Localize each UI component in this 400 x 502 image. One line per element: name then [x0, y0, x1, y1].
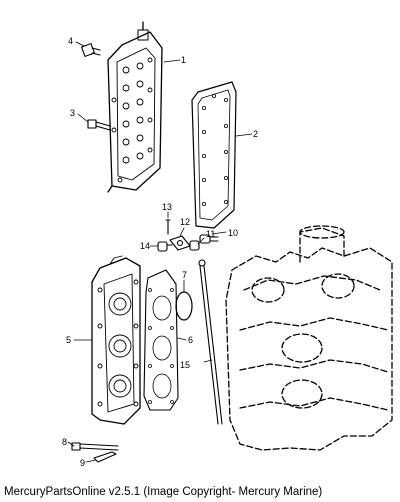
callout-2: 2 [253, 129, 258, 139]
copyright-footer: MercuryPartsOnline v2.5.1 (Image Copyrig… [4, 486, 323, 498]
exploded-parts-diagram: 1 2 3 4 5 6 7 8 9 10 11 12 13 14 15 [62, 21, 393, 468]
leader-lines [67, 41, 253, 463]
callout-15: 15 [180, 360, 190, 370]
callout-14: 14 [140, 241, 150, 251]
screw-part-13 [165, 219, 171, 235]
clip-part-9 [93, 451, 117, 463]
head-gasket-part [143, 269, 179, 411]
o-ring-part [175, 291, 193, 321]
callout-5: 5 [66, 335, 71, 345]
callout-4: 4 [68, 36, 73, 46]
callout-3: 3 [70, 108, 75, 118]
callout-11: 11 [206, 229, 215, 239]
plug-part-4 [81, 43, 101, 57]
callout-13: 13 [162, 202, 172, 212]
fitting-part-10 [199, 234, 219, 244]
fitting-part-12 [169, 235, 191, 251]
bolt-part-8 [71, 442, 119, 451]
cylinder-head-part [91, 255, 141, 425]
callout-10: 10 [228, 228, 238, 238]
crankcase-block-outline [225, 225, 393, 451]
bolt-part-3 [87, 119, 111, 131]
callout-labels: 1 2 3 4 5 6 7 8 9 10 11 12 13 14 15 [62, 36, 258, 468]
callout-8: 8 [62, 437, 67, 447]
callout-6: 6 [188, 335, 193, 345]
callout-12: 12 [180, 217, 190, 227]
callout-9: 9 [80, 458, 85, 468]
fitting-part-14 [157, 241, 173, 252]
rod-part-15 [198, 259, 223, 425]
fitting-part-11 [189, 240, 200, 251]
callout-1: 1 [181, 55, 186, 65]
head-cover-part [107, 21, 163, 193]
callout-7: 7 [182, 270, 187, 280]
cover-gasket-part [191, 81, 237, 229]
